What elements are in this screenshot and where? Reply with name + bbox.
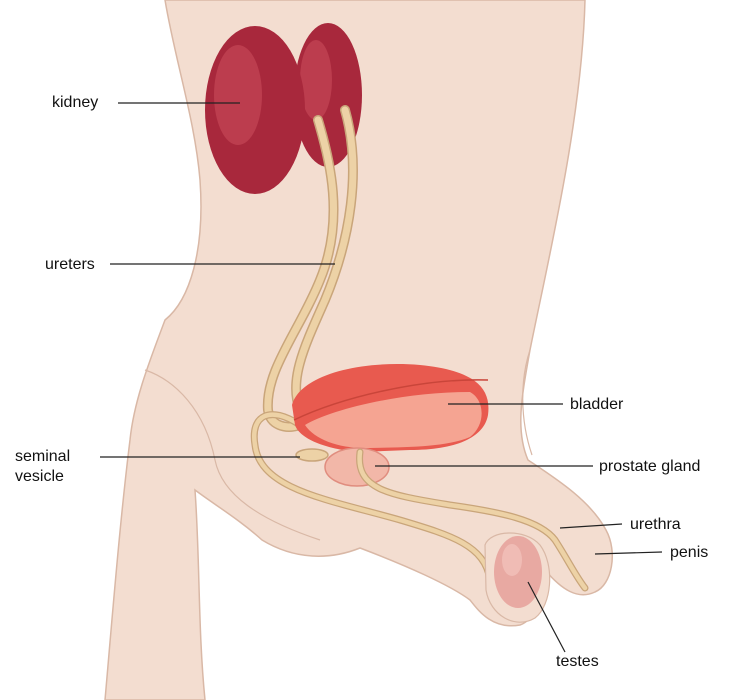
ureters-label: ureters xyxy=(45,255,95,274)
testis-highlight xyxy=(502,544,522,576)
testes-label: testes xyxy=(556,652,599,671)
seminal-vesicle xyxy=(296,449,328,461)
prostate-gland-label: prostate gland xyxy=(599,457,700,476)
seminal-vesicle-label-line1: seminal xyxy=(15,447,70,466)
penis-label: penis xyxy=(670,543,708,562)
seminal-vesicle-label-line2: vesicle xyxy=(15,467,64,486)
kidney-label: kidney xyxy=(52,93,98,112)
kidney-front-highlight xyxy=(214,45,262,145)
urethra-label: urethra xyxy=(630,515,681,534)
bladder-label: bladder xyxy=(570,395,623,414)
